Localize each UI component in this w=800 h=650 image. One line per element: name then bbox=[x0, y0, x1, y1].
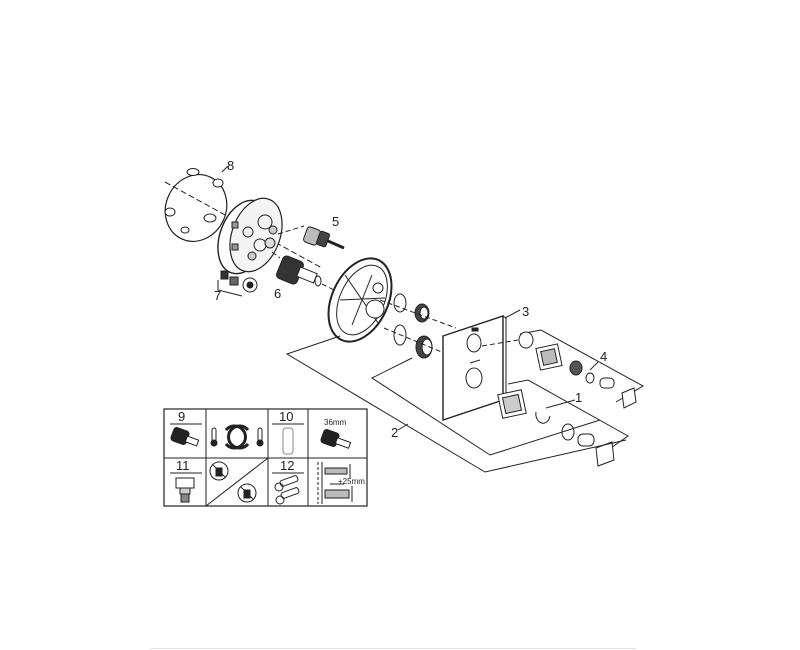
diverter-cartridge-part bbox=[277, 225, 345, 250]
callout-4: 4 bbox=[600, 349, 607, 364]
cover-set-part bbox=[497, 379, 629, 467]
legend-table bbox=[163, 408, 368, 507]
callout-3: 3 bbox=[522, 304, 529, 319]
thermostatic-cartridge-part bbox=[271, 251, 347, 297]
extension-screws-icon bbox=[274, 475, 300, 505]
legend-label-11: 11 bbox=[176, 458, 190, 473]
footer-divider bbox=[150, 648, 636, 649]
callout-7: 7 bbox=[214, 288, 221, 303]
legend-label-12: 12 bbox=[280, 458, 294, 473]
legend-label-36mm: 36mm bbox=[324, 418, 347, 427]
cartridge-icon bbox=[170, 427, 200, 447]
mounting-plate-part bbox=[327, 257, 393, 343]
cartridge-icon bbox=[320, 429, 352, 449]
handle-set-part bbox=[481, 329, 645, 409]
valve-body-part bbox=[217, 197, 283, 275]
temperature-swap-icon bbox=[210, 424, 264, 450]
wall-extension-icon bbox=[317, 462, 353, 504]
legend-label-10: 10 bbox=[279, 409, 293, 424]
fitting-tool-icon bbox=[175, 477, 195, 503]
check-valve-part bbox=[217, 270, 258, 297]
extension-sleeve-icon bbox=[282, 427, 294, 455]
callout-2: 2 bbox=[391, 425, 398, 440]
no-tool-icon bbox=[209, 461, 257, 503]
gasket-ring-part bbox=[164, 165, 323, 269]
trim-set-bracket bbox=[285, 335, 627, 473]
callout-8: 8 bbox=[227, 158, 234, 173]
callout-1: 1 bbox=[575, 390, 582, 405]
callout-6: 6 bbox=[274, 286, 281, 301]
callout-5: 5 bbox=[332, 214, 339, 229]
legend-label-9: 9 bbox=[178, 409, 185, 424]
legend-label-25mm: +25mm bbox=[338, 477, 365, 486]
